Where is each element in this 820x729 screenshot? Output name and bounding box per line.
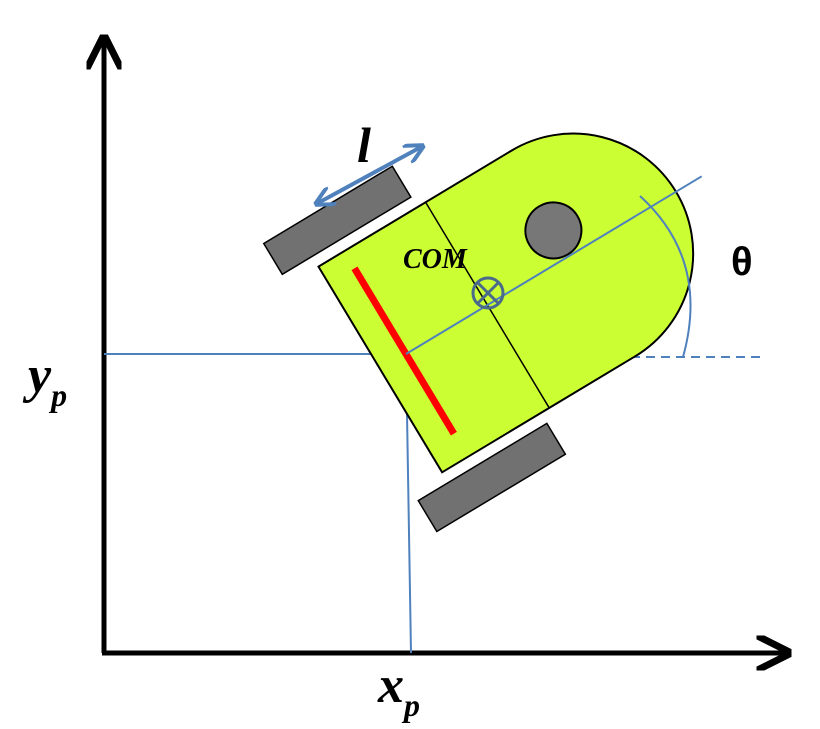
y-position-symbol: y <box>22 347 52 404</box>
y-position-subscript: p <box>48 377 67 413</box>
caster-wheel <box>524 201 583 260</box>
com-circle <box>471 276 505 310</box>
heading-line <box>405 175 703 355</box>
theta-label: θ <box>731 240 753 284</box>
com-marker <box>471 276 505 310</box>
com-label: COM <box>403 244 468 275</box>
x-position-subscript: p <box>401 687 420 723</box>
x-position-symbol: x <box>377 657 404 714</box>
length-label: l <box>357 117 371 173</box>
right-wheel <box>417 422 567 533</box>
theta-arc <box>639 195 692 358</box>
x-position-label: xp <box>377 657 420 723</box>
coordinate-axes <box>102 38 788 653</box>
wheel-axle <box>351 266 457 436</box>
robot-chassis <box>317 132 695 474</box>
com-cross-b <box>475 280 501 306</box>
y-position-label: yp <box>22 347 67 413</box>
length-arrow <box>318 147 421 203</box>
